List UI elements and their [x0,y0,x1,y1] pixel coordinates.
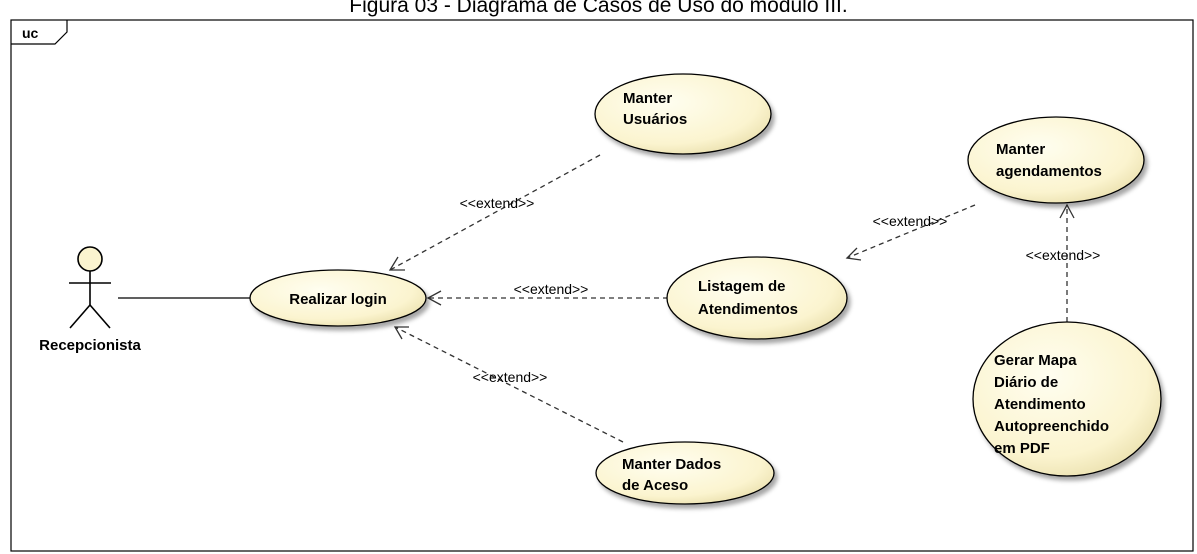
extend-usuarios-login: <<extend>> [388,154,601,271]
extend-mapa-agendamentos: <<extend>> [1026,203,1101,322]
svg-text:Manter Dados de Aceso: Manter Dados de Aceso [622,456,725,494]
svg-text:<<extend>>: <<extend>> [473,369,548,385]
svg-text:Manter agendamentos: Manter agendamentos [996,141,1102,180]
usecase-gerar-mapa[interactable]: Gerar Mapa Diário de Atendimento Autopre… [972,321,1162,477]
stick-figure-icon [69,246,111,329]
uml-frame: uc [10,19,1194,552]
svg-text:Realizar login: Realizar login [289,291,387,308]
extend-agendamentos-listagem: <<extend>> [845,204,976,261]
usecase-label: Realizar login [289,291,387,308]
extend-dados-login: <<extend>> [393,326,624,443]
figure-caption: Figura 03 - Diagrama de Casos de Uso do … [349,0,848,17]
svg-text:<<extend>>: <<extend>> [873,213,948,229]
svg-text:<<extend>>: <<extend>> [460,195,535,211]
actor-name: Recepcionista [39,337,141,354]
usecase-manter-usuarios[interactable]: Manter Usuários [594,73,772,155]
svg-text:Gerar Mapa Diário de: Gerar Mapa Diário de Atendimento Autopre… [994,352,1113,457]
usecase-manter-dados-acesso[interactable]: Manter Dados de Aceso [595,441,775,505]
frame-label: uc [22,25,39,41]
usecase-listagem-atendimentos[interactable]: Listagem de Atendimentos [666,256,848,340]
usecase-manter-agendamentos[interactable]: Manter agendamentos [967,116,1145,204]
svg-text:Manter Usuários: Manter Usuários [623,90,687,128]
svg-text:Listagem de Atendimentos: Listagem de Atendimentos [698,278,798,318]
svg-text:<<extend>>: <<extend>> [514,281,589,297]
svg-text:<<extend>>: <<extend>> [1026,247,1101,263]
extend-listagem-login: <<extend>> [426,281,668,306]
usecase-realizar-login[interactable]: Realizar login [249,269,427,327]
actor-recepcionista[interactable]: Recepcionista [39,246,142,354]
